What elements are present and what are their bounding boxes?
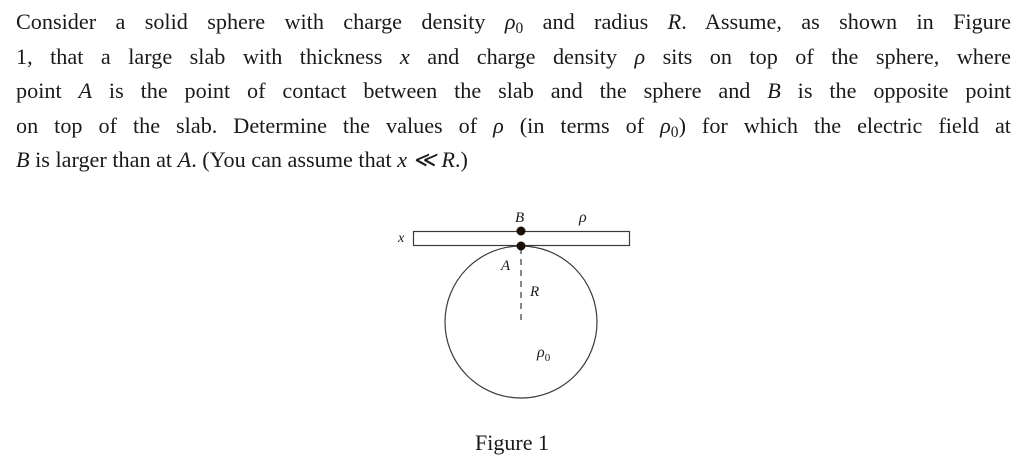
point-a-dot	[516, 241, 526, 251]
label-b: B	[515, 210, 524, 226]
problem-line: on top of the slab. Determine the values…	[16, 112, 1011, 141]
math-symbol: x	[399, 43, 410, 69]
math-symbol: ρ	[634, 43, 646, 69]
point-b-dot	[516, 226, 526, 236]
label-a: A	[500, 258, 511, 274]
label-r: R	[529, 284, 539, 300]
sphere-circle	[444, 245, 598, 399]
problem-line: 1, that a large slab with thickness x an…	[16, 43, 1011, 69]
math-symbol: B	[767, 78, 781, 103]
problem-line: B is larger than at A. (You can assume t…	[16, 147, 468, 172]
label-rho: ρ	[578, 209, 587, 226]
sphere-slab-diagram: x B ρ A R ρ0	[397, 209, 631, 399]
label-x: x	[397, 231, 405, 246]
problem-line: Consider a solid sphere with charge dens…	[16, 9, 1012, 37]
math-symbol: ρ	[493, 112, 504, 138]
math-symbol: ρ0	[504, 9, 524, 37]
problem-line: point A is the point of contact between …	[16, 78, 1011, 103]
figure-caption: Figure 1	[475, 430, 549, 455]
problem-statement: Consider a solid sphere with charge dens…	[16, 5, 1011, 178]
math-symbol: A	[78, 78, 93, 103]
math-symbol: A	[177, 147, 192, 172]
math-symbol: B	[16, 147, 30, 172]
label-rho0: ρ0	[536, 344, 551, 364]
math-symbol: ρ0	[660, 112, 679, 141]
figure-1: x B ρ A R ρ0	[380, 200, 660, 420]
math-symbol: x ≪ R	[397, 147, 455, 172]
math-symbol: R	[667, 9, 682, 34]
